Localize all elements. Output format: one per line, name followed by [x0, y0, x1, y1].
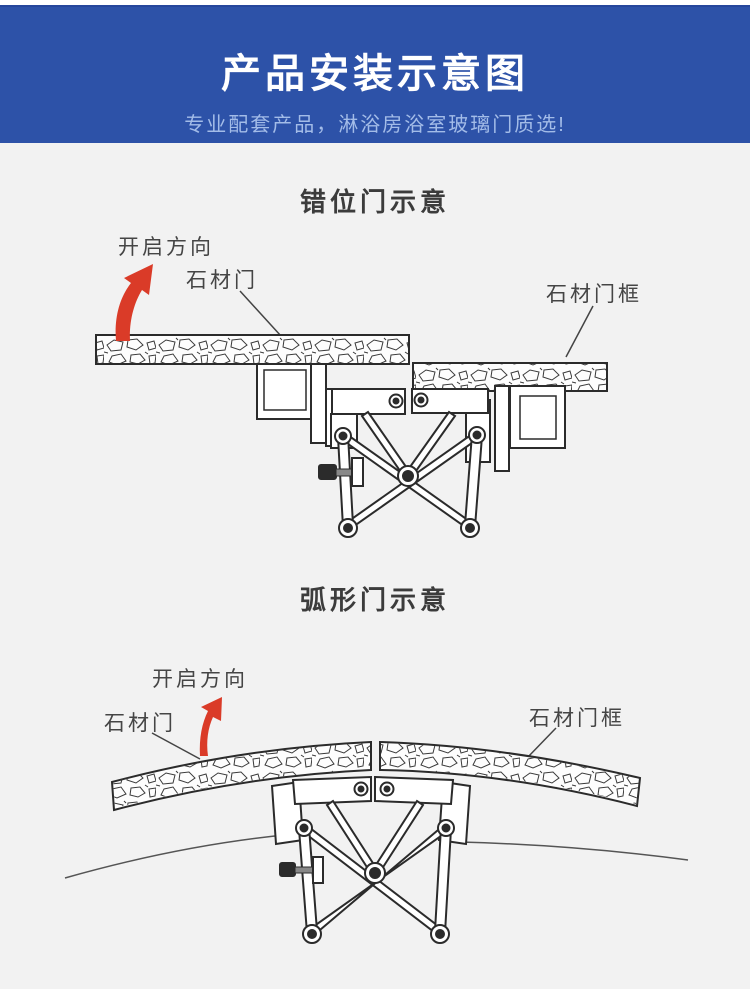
direction-label: 开启方向 [152, 668, 248, 691]
leader-line-frame [526, 727, 557, 759]
leader-line-door [151, 732, 201, 760]
direction-label: 开启方向 [118, 236, 214, 259]
leader-lines [151, 727, 557, 760]
hinge-mechanism [270, 775, 472, 944]
page-title: 产品安装示意图 [221, 52, 529, 96]
leader-line-frame [565, 305, 594, 358]
page-subtitle: 专业配套产品，淋浴房浴室玻璃门质选! [184, 114, 566, 136]
arc-guide-lines [64, 833, 689, 879]
stone-door-slab [95, 334, 410, 365]
leader-line-door [239, 290, 282, 337]
curved-door-drawing [64, 697, 689, 944]
offset-door-diagram: 开启方向 石材门 石材门框 [0, 217, 750, 569]
header-banner: 产品安装示意图 专业配套产品，淋浴房浴室玻璃门质选! [0, 5, 750, 143]
stone-door-label: 石材门 [186, 269, 258, 292]
leader-lines [239, 290, 594, 358]
stone-door-label: 石材门 [104, 712, 176, 735]
direction-arrow-icon [199, 697, 222, 756]
stone-frame-slab [379, 740, 642, 808]
direction-arrow-icon [115, 264, 153, 341]
hinge-mechanism [256, 363, 566, 538]
stone-door-slab [110, 740, 372, 812]
stone-frame-label: 石材门框 [546, 283, 642, 306]
top-white-strip [0, 0, 750, 5]
curved-door-diagram: 开启方向 石材门 石材门框 [0, 620, 750, 960]
section-offset-door: 错位门示意 [0, 187, 750, 569]
section-curved-title: 弧形门示意 [299, 585, 450, 615]
stone-frame-label: 石材门框 [529, 707, 625, 730]
section-curved-door: 弧形门示意 [0, 585, 750, 960]
section-offset-title: 错位门示意 [299, 187, 450, 217]
offset-door-drawing [95, 264, 608, 538]
